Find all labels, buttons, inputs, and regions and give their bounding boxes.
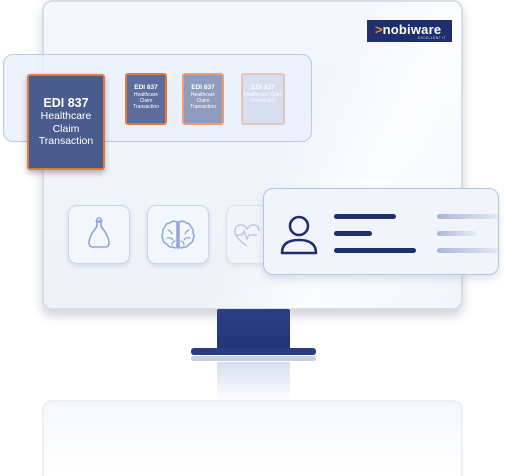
monitor-base-shadow	[191, 356, 316, 361]
transaction-card[interactable]: EDI 837 Healthcare Claim Transaction	[125, 73, 167, 125]
profile-line-faded	[437, 248, 498, 253]
profile-line-faded	[437, 214, 498, 219]
nobiware-logo: >nobiware EXCELLENT IT	[367, 20, 452, 42]
profile-line	[334, 248, 416, 253]
transaction-desc: Healthcare Claim Transaction	[243, 92, 283, 105]
transaction-code: EDI 837	[134, 84, 158, 91]
profile-line	[334, 231, 372, 236]
monitor-base	[191, 348, 316, 355]
transaction-code: EDI 837	[43, 96, 89, 110]
transaction-desc: Healthcare Claim Transaction	[38, 110, 94, 147]
monitor-stand	[217, 309, 290, 349]
heartbeat-tile[interactable]	[226, 205, 268, 264]
flask-tile[interactable]	[68, 205, 130, 264]
logo-name: nobiware	[382, 22, 442, 37]
monitor-reflection	[42, 400, 463, 476]
transaction-card-main[interactable]: EDI 837 Healthcare Claim Transaction	[27, 74, 105, 170]
logo-mark: >	[375, 22, 383, 37]
profile-line	[334, 214, 396, 219]
brain-icon	[161, 219, 195, 250]
transaction-code: EDI 837	[191, 84, 215, 91]
heartbeat-icon	[234, 223, 260, 247]
profile-card[interactable]	[263, 188, 499, 275]
transaction-card[interactable]: EDI 837 Healthcare Claim Transaction	[241, 73, 285, 125]
user-icon	[280, 215, 318, 255]
transaction-desc: Healthcare Claim Transaction	[133, 92, 159, 111]
profile-line-faded	[437, 231, 477, 236]
brain-tile[interactable]	[147, 205, 209, 264]
transaction-code: EDI 837	[251, 84, 275, 91]
logo-tagline: EXCELLENT IT	[417, 35, 446, 40]
stand-reflection	[217, 362, 290, 402]
transaction-desc: Healthcare Claim Transaction	[190, 92, 216, 111]
transaction-card[interactable]: EDI 837 Healthcare Claim Transaction	[182, 73, 224, 125]
flask-icon	[88, 216, 110, 248]
